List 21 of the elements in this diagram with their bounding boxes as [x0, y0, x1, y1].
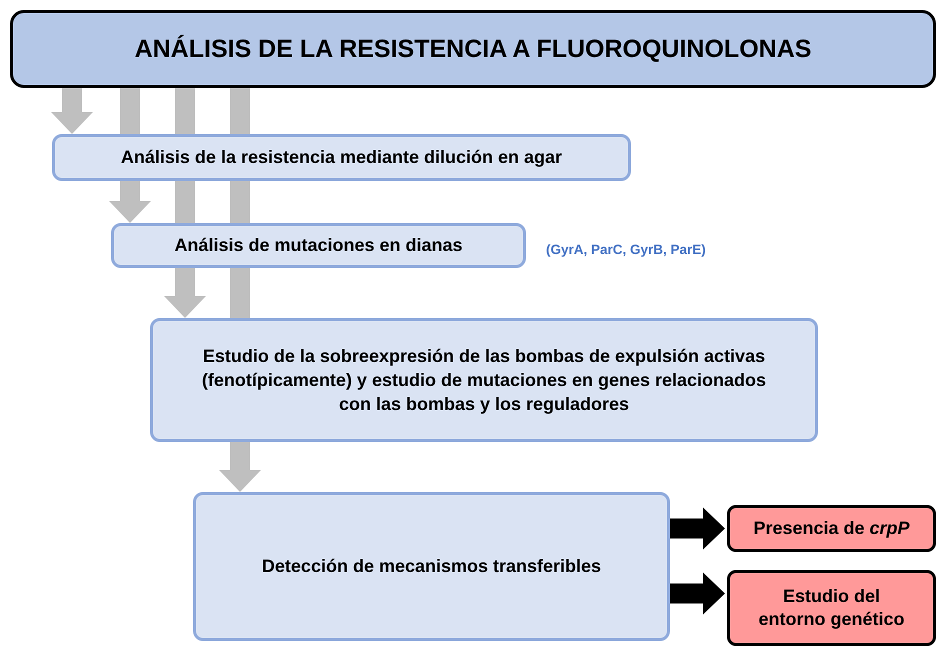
- process-box: [111, 223, 526, 268]
- process-box: [150, 318, 818, 442]
- result-box: [727, 505, 936, 552]
- arrow: [670, 572, 725, 614]
- result-box: [727, 570, 936, 646]
- arrow: [51, 88, 93, 134]
- arrow: [109, 181, 151, 223]
- step-text: Análisis de mutaciones en dianas: [174, 234, 463, 258]
- annotation-text: (GyrA, ParC, GyrB, ParE): [546, 242, 706, 257]
- process-box: [52, 134, 631, 181]
- arrow: [164, 268, 206, 318]
- step-text: Detección de mecanismos transferibles: [262, 555, 602, 578]
- step-text: Estudio del entorno genético: [758, 584, 905, 631]
- process-box: [193, 492, 670, 641]
- arrow: [670, 508, 725, 550]
- title-text: ANÁLISIS DE LA RESISTENCIA A FLUOROQUINOLONAS: [134, 34, 812, 64]
- arrow: [219, 442, 261, 492]
- step-text: Análisis de la resistencia mediante dilución en agar: [120, 146, 562, 170]
- title-box: [10, 10, 936, 88]
- step-text: Presencia de crpP: [753, 516, 910, 540]
- step-text: Estudio de la sobreexpresión de las bombas de expulsión activas (fenotípicamente) y estudio de mutaciones en genes relacionados con las bombas y los reguladores: [200, 344, 768, 416]
